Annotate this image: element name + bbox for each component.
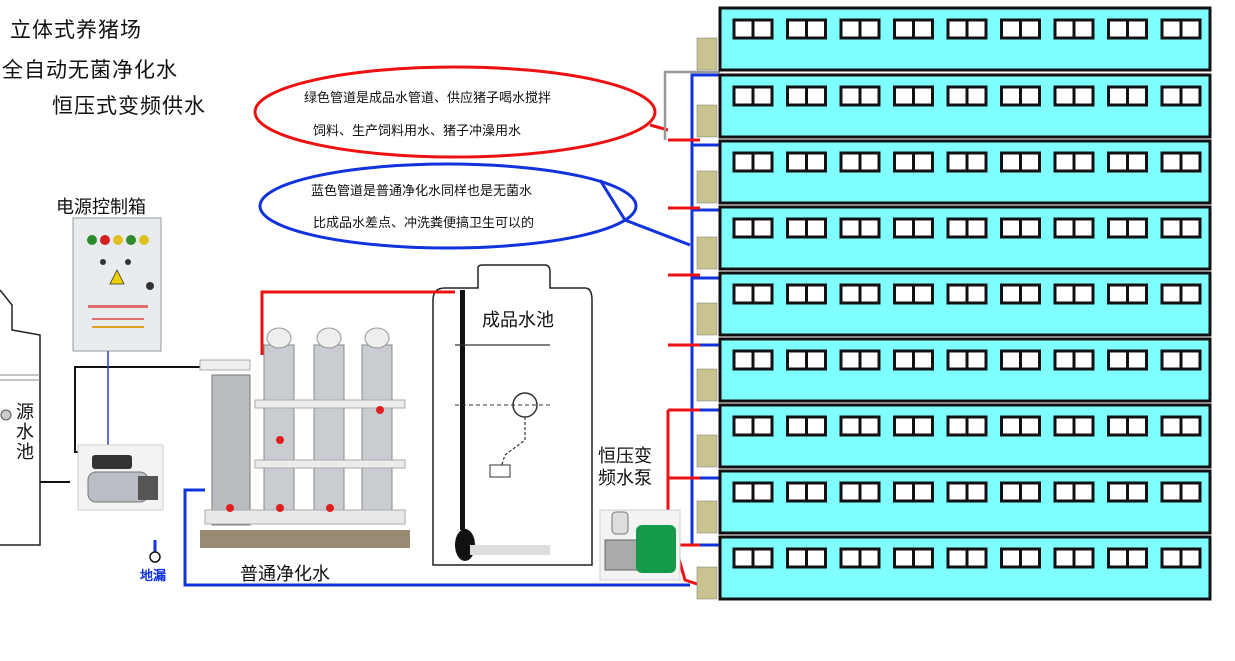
control-box xyxy=(72,217,162,352)
control-box-label: 电源控制箱 xyxy=(56,197,146,218)
blue-pipe-note-line-2: 比成品水差点、冲洗粪便搞卫生可以的 xyxy=(313,216,535,231)
product-tank-label: 成品水池 xyxy=(482,310,554,331)
floor-feeder xyxy=(696,170,718,204)
red-pipes xyxy=(260,123,701,587)
floor-drain-label: 地漏 xyxy=(140,569,167,584)
filtration-system xyxy=(199,327,410,548)
pig-building xyxy=(696,6,1212,601)
blue-note-ellipse xyxy=(258,162,638,250)
floor-feeder xyxy=(696,236,718,270)
pressure-pump xyxy=(599,509,681,581)
floor-feeder xyxy=(696,434,718,468)
floor-feeder xyxy=(696,37,718,71)
pump-label: 恒压变频水泵 xyxy=(598,446,652,489)
title-line-3: 恒压式变频供水 xyxy=(52,94,206,118)
floor-feeder xyxy=(696,500,718,534)
green-note-ellipse xyxy=(253,65,657,159)
normal-water-label: 普通净化水 xyxy=(240,564,330,585)
product-water-tank xyxy=(432,264,593,566)
title-line-1: 立体式养猪场 xyxy=(10,18,142,42)
floor-feeder xyxy=(696,566,718,600)
floor-feeder xyxy=(696,302,718,336)
floor-feeder xyxy=(696,104,718,138)
green-pipe-note-line-1: 绿色管道是成品水管道、供应猪子喝水搅拌 xyxy=(304,91,552,106)
source-water-tank xyxy=(0,289,41,546)
blue-pipe-note-line-1: 蓝色管道是普通净化水同样也是无菌水 xyxy=(311,184,533,199)
source-pump xyxy=(77,444,164,511)
source-pool-label: 源水池 xyxy=(13,402,34,462)
green-pipe-note-line-2: 饲料、生产饲料用水、猪子冲澡用水 xyxy=(313,124,522,139)
title-line-2: 全自动无菌净化水 xyxy=(2,58,178,82)
floor-feeder xyxy=(696,368,718,402)
